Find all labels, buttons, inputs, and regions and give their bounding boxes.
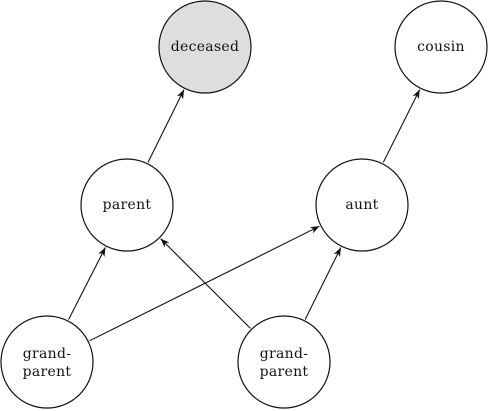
node-deceased-label: deceased	[171, 39, 240, 55]
node-grandparent-right-label-line1: grand-	[260, 346, 309, 362]
node-grandparent-left-label-line2: parent	[23, 364, 72, 380]
node-grandparent-left: grand- parent	[0, 315, 94, 409]
node-grandparent-left-circle	[0, 315, 94, 409]
edge-grandparent-left-to-aunt	[89, 225, 320, 342]
edge-grandparent-right-to-parent	[160, 238, 251, 329]
node-deceased: deceased	[158, 0, 252, 94]
node-cousin-circle	[394, 0, 488, 94]
node-grandparent-right: grand- parent	[237, 315, 331, 409]
edge-parent-to-deceased	[147, 89, 185, 163]
node-deceased-circle	[158, 0, 252, 94]
node-aunt: aunt	[315, 158, 409, 252]
edges-layer	[68, 89, 421, 342]
node-cousin: cousin	[394, 0, 488, 94]
node-grandparent-right-label-line2: parent	[260, 364, 309, 380]
node-parent-circle	[80, 158, 174, 252]
edge-grandparent-right-to-aunt	[304, 247, 342, 320]
node-grandparent-left-label-line1: grand-	[23, 346, 72, 362]
node-aunt-label: aunt	[345, 197, 378, 213]
node-grandparent-right-circle	[237, 315, 331, 409]
node-parent: parent	[80, 158, 174, 252]
node-cousin-label: cousin	[417, 39, 465, 55]
edge-grandparent-left-to-parent	[68, 247, 106, 320]
node-parent-label: parent	[103, 197, 152, 213]
edge-aunt-to-cousin	[382, 89, 421, 163]
node-aunt-circle	[315, 158, 409, 252]
